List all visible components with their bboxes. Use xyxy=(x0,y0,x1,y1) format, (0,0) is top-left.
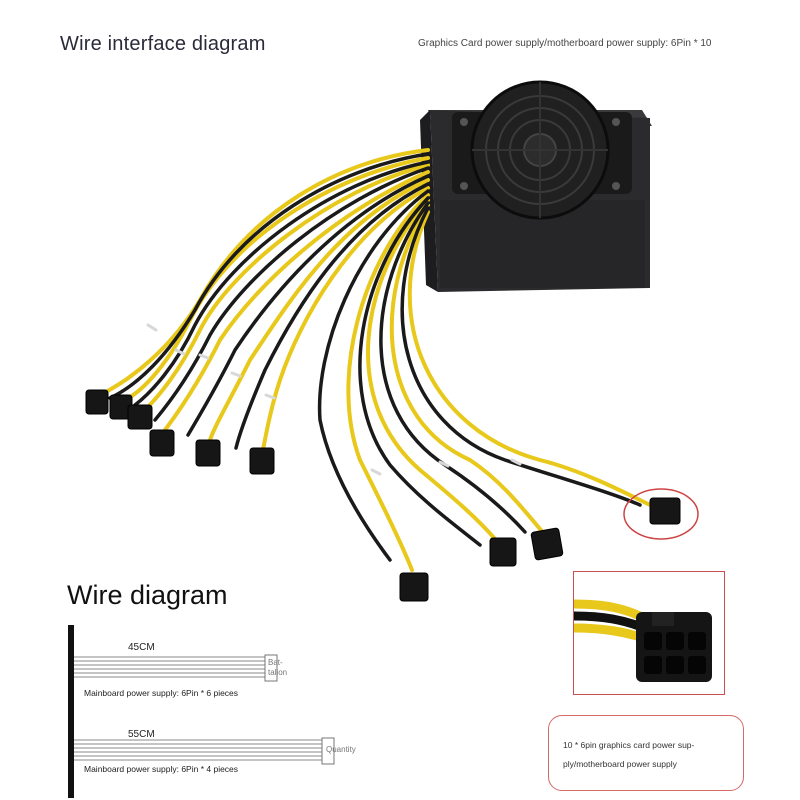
fan-grille xyxy=(452,80,632,220)
connector-label-1: Bat-talion xyxy=(268,658,288,677)
cable-caption-2: Mainboard power supply: 6Pin * 4 pieces xyxy=(84,764,239,774)
wire-diagram-title: Wire diagram xyxy=(67,580,228,610)
psu-unit xyxy=(420,80,652,292)
cable-bundle xyxy=(98,148,652,572)
connector-closeup xyxy=(573,571,725,695)
top-note: Graphics Card power supply/motherboard p… xyxy=(418,38,712,49)
cable-caption-1: Mainboard power supply: 6Pin * 6 pieces xyxy=(84,688,239,698)
cable-length-55: 55CM xyxy=(128,729,155,740)
cable-lines-2 xyxy=(74,739,322,761)
connector-1 xyxy=(264,654,278,682)
product-photo xyxy=(85,80,699,602)
callout-box: 10 * 6pin graphics card power sup-ply/mo… xyxy=(548,715,744,791)
cable-lines-1 xyxy=(74,656,265,678)
highlight-circle xyxy=(623,488,699,540)
page-title: Wire interface diagram xyxy=(60,33,266,55)
connector-2 xyxy=(321,737,335,765)
6pin-connectors xyxy=(85,389,681,602)
psu-bar xyxy=(68,625,74,798)
6pin-closeup-icon xyxy=(574,599,712,682)
connector-label-2: Quantity xyxy=(326,745,356,754)
wire-diagram-schematic xyxy=(68,625,335,798)
cable-length-45: 45CM xyxy=(128,642,155,653)
